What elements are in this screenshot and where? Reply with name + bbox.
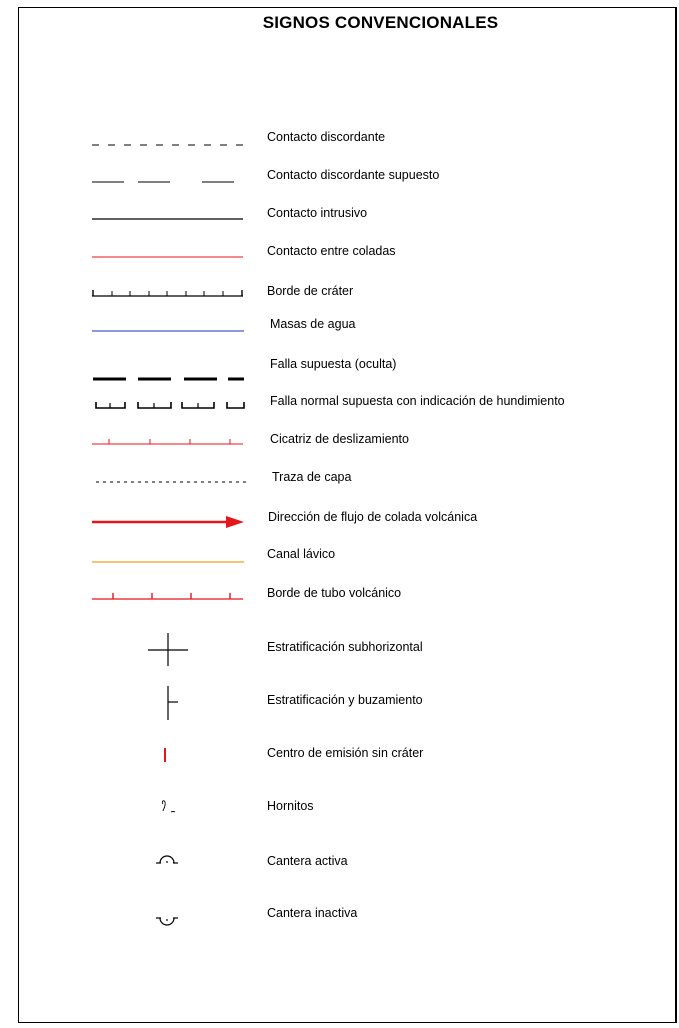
- landslide-scar-icon: [92, 439, 243, 445]
- legend-label: Estratificación subhorizontal: [267, 640, 423, 654]
- legend-label: Contacto intrusivo: [267, 206, 368, 220]
- legend-label: Contacto discordante: [267, 130, 386, 144]
- legend-label: Dirección de flujo de colada volcánica: [268, 510, 478, 524]
- inactive-quarry-icon: [156, 917, 178, 926]
- hornito-icon: [161, 800, 176, 813]
- legend-label: Canal lávico: [267, 547, 336, 561]
- page-frame: [18, 7, 677, 1023]
- normal-fault-icon: [95, 402, 245, 409]
- legend-label: Cantera inactiva: [267, 906, 358, 920]
- dip-icon: [167, 686, 178, 720]
- legend-label: Contacto entre coladas: [267, 244, 396, 258]
- legend-label: Borde de tubo volcánico: [267, 586, 402, 600]
- cross-icon: [148, 633, 188, 666]
- legend-label: Centro de emisión sin cráter: [267, 746, 424, 760]
- legend-label: Falla normal supuesta con indicación de …: [270, 394, 565, 408]
- crater-rim-icon: [92, 290, 243, 297]
- legend-label: Borde de cráter: [267, 284, 354, 298]
- legend-label: Cicatriz de deslizamiento: [270, 432, 409, 446]
- red-arrow-icon: [92, 516, 244, 528]
- legend-label: Hornitos: [267, 799, 314, 813]
- legend-label: Falla supuesta (oculta): [270, 357, 397, 371]
- page-title: SIGNOS CONVENCIONALES: [262, 13, 499, 32]
- legend-label: Cantera activa: [267, 854, 348, 868]
- legend-label: Traza de capa: [272, 470, 352, 484]
- legend-label: Estratificación y buzamiento: [267, 693, 423, 707]
- lava-tube-icon: [92, 593, 243, 600]
- legend-label: Masas de agua: [270, 317, 356, 331]
- legend-label: Contacto discordante supuesto: [267, 168, 440, 182]
- active-quarry-icon: [156, 855, 178, 864]
